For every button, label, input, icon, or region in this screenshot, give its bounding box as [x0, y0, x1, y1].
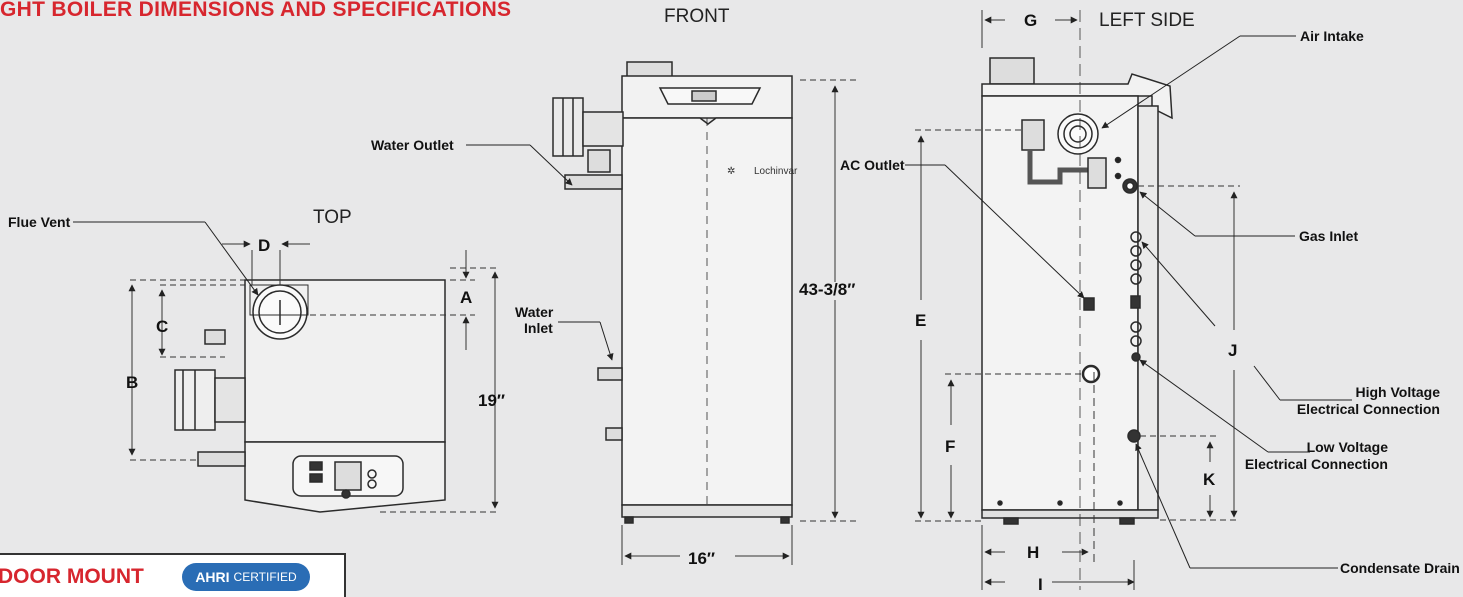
dim-I: I — [1038, 575, 1043, 594]
view-label-front: FRONT — [664, 6, 730, 27]
label-water-inlet-1: Water — [515, 304, 554, 320]
dim-width: 16″ — [688, 549, 715, 568]
view-label-top: TOP — [313, 207, 352, 228]
ac-outlet-box — [1083, 297, 1095, 311]
front-view-outlet-pipe — [552, 97, 584, 157]
label-flue-vent: Flue Vent — [8, 214, 71, 230]
view-label-left-side: LEFT SIDE — [1099, 10, 1195, 31]
ahri-logo-text: AHRI — [195, 569, 230, 585]
label-low-voltage-1: Low Voltage — [1307, 439, 1389, 455]
brand-label: Lochinvar — [754, 166, 798, 177]
front-view — [552, 61, 793, 524]
left-side-dimension-lines — [915, 10, 1240, 590]
page-title: GHT BOILER DIMENSIONS AND SPECIFICATIONS — [0, 0, 512, 21]
flue-vent-callout-line — [73, 221, 259, 296]
dim-B: B — [126, 373, 138, 392]
dim-J: J — [1228, 341, 1237, 360]
dim-H: H — [1027, 543, 1039, 562]
label-high-voltage-2: Electrical Connection — [1297, 401, 1440, 417]
front-view-inlet-pipe — [597, 367, 623, 381]
label-ac-outlet: AC Outlet — [840, 157, 905, 173]
callout-labels: Water Outlet Flue Vent Water Inlet AC Ou… — [8, 28, 1460, 576]
front-view-callout-lines — [466, 144, 614, 361]
left-side-view — [981, 57, 1173, 525]
label-water-outlet: Water Outlet — [371, 137, 454, 153]
front-view-dimension-lines — [621, 79, 860, 565]
label-condensate-drain: Condensate Drain — [1340, 560, 1460, 576]
dim-G: G — [1024, 11, 1037, 30]
label-high-voltage-1: High Voltage — [1355, 384, 1440, 400]
dim-E: E — [915, 311, 926, 330]
ahri-logo-sub: CERTIFIED — [233, 570, 297, 584]
dim-D: D — [258, 236, 270, 255]
label-gas-inlet: Gas Inlet — [1299, 228, 1358, 244]
left-side-callout-lines — [905, 35, 1352, 569]
dim-height: 43-3/8″ — [799, 280, 855, 299]
ahri-certified-logo: AHRI CERTIFIED — [182, 563, 310, 591]
dim-depth: 19″ — [478, 391, 505, 410]
dimension-letters: A B C D E F G H I J K 19″ 43-3/8″ 16″ — [126, 11, 1237, 594]
dim-K: K — [1203, 470, 1216, 489]
badge-text: DOOR MOUNT — [0, 565, 144, 588]
top-view-dimension-lines — [128, 240, 500, 513]
label-low-voltage-2: Electrical Connection — [1245, 456, 1388, 472]
door-mount-badge: DOOR MOUNT AHRI CERTIFIED — [0, 553, 346, 597]
top-view — [174, 279, 446, 513]
label-air-intake: Air Intake — [1300, 28, 1364, 44]
brand-mark-icon: ✲ — [727, 166, 735, 177]
dim-A: A — [460, 288, 472, 307]
view-labels: FRONT LEFT SIDE TOP — [313, 6, 1195, 228]
dim-C: C — [156, 317, 168, 336]
dim-F: F — [945, 437, 955, 456]
condensate-drain-port — [1127, 429, 1141, 443]
side-view-top-cap — [989, 57, 1035, 85]
high-voltage-knockouts — [1130, 231, 1142, 285]
low-voltage-knockouts — [1130, 321, 1142, 362]
label-water-inlet-2: Inlet — [524, 320, 553, 336]
side-view-cabinet — [981, 95, 1139, 511]
